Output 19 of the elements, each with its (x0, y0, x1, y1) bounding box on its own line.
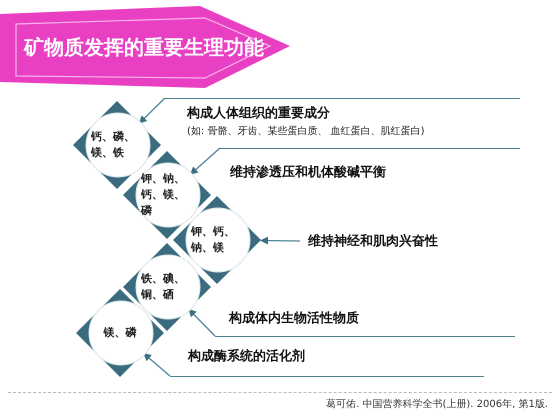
arrow (188, 308, 216, 336)
element-list: 钾、钠、钙、镁、磷 (141, 171, 193, 219)
arrow (138, 98, 166, 124)
function-heading: 构成酶系统的活化剂 (188, 348, 306, 365)
arrow (260, 236, 300, 245)
title: 矿物质发挥的重要生理功能 (24, 34, 264, 61)
source-note: 葛可佑. 中国营养科学全书(上册). 2006年, 第1版. (326, 398, 548, 411)
function-heading: 维持神经和肌肉兴奋性 (308, 232, 439, 250)
function-heading: 构成人体组织的重要成分 (187, 104, 331, 122)
element-list: 钙、磷、镁、铁 (91, 129, 143, 161)
function-heading: 构成体内生物活性物质 (229, 310, 360, 327)
element-diamond (76, 289, 164, 377)
arrow (190, 148, 220, 175)
element-list: 钾、钙、钠、镁 (191, 224, 243, 256)
element-list: 铁、碘、铜、硒 (141, 271, 193, 303)
function-heading: 维持渗透压和机体酸碱平衡 (230, 164, 387, 181)
example-note: (如: 骨骼、牙齿、某些蛋白质、 血红蛋白、肌红蛋白) (187, 124, 426, 138)
element-list: 镁、磷 (94, 325, 146, 341)
arrow (143, 352, 170, 376)
